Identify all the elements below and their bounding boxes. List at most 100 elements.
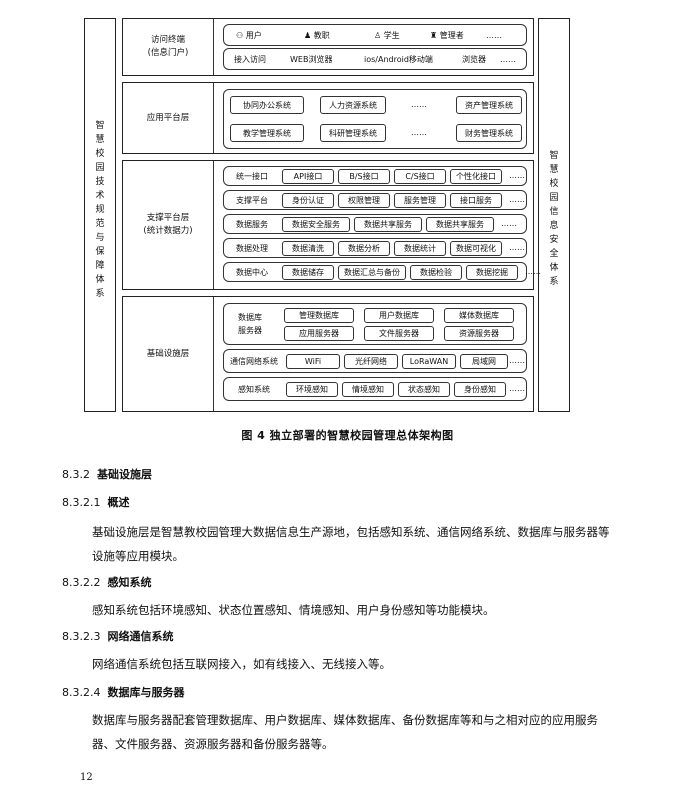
support-item: 接口服务 — [450, 193, 502, 208]
app-module: 人力资源系统 — [320, 96, 386, 114]
db-head-line2: 服务器 — [238, 326, 262, 335]
support-item: 数据汇总与备份 — [338, 265, 406, 280]
left-vertical-label: 智慧校园技术规范与保障体系 — [95, 121, 105, 299]
application-layer-label: 应用平台层 — [123, 83, 214, 153]
db-server-row: 数据库 服务器 管理数据库 用户数据库 媒体数据库 应用服务器 文件服务器 资源… — [223, 303, 527, 345]
section-title: 感知系统 — [107, 576, 152, 589]
access-label-line2: (信息门户) — [147, 48, 189, 58]
access-label-line1: 访问终端 — [150, 35, 185, 45]
app-module: 财务管理系统 — [456, 124, 522, 142]
architecture-diagram: 智慧校园技术规范与保障体系 智慧校园信息安全体系 访问终端 (信息门户) ⚇ 用… — [84, 18, 570, 412]
support-item-more: …… — [509, 171, 525, 180]
support-item: B/S接口 — [338, 169, 390, 184]
support-row-head: 统一接口 — [236, 171, 268, 181]
support-row-head: 数据服务 — [236, 219, 268, 229]
app-module: 协同办公系统 — [230, 96, 304, 114]
database-item: 媒体数据库 — [444, 308, 514, 323]
support-item: 数据统计 — [394, 241, 446, 256]
users-row: ⚇ 用户 ♟ 教职 ♙ 学生 ♜ 管理者 …… — [223, 24, 527, 46]
support-item: 数据储存 — [282, 265, 334, 280]
database-item: 用户数据库 — [364, 308, 434, 323]
support-item: API接口 — [282, 169, 334, 184]
support-item: 数据共享服务 — [426, 217, 494, 232]
access-modes-row: 接入访问 WEB浏览器 ios/Android移动端 浏览器 …… — [223, 48, 527, 70]
database-item: 管理数据库 — [284, 308, 354, 323]
support-layer-label: 支撑平台层 (统计数据力) — [123, 161, 214, 289]
support-row: 数据服务数据安全服务数据共享服务数据共享服务…… — [223, 214, 527, 234]
support-item: 数据检验 — [410, 265, 462, 280]
support-row-head: 数据中心 — [236, 267, 268, 277]
support-item-more: …… — [501, 219, 517, 228]
support-item: 数据分析 — [338, 241, 390, 256]
network-more: …… — [509, 356, 525, 365]
support-item: 数据安全服务 — [282, 217, 350, 232]
sensing-row: 感知系统 环境感知 情境感知 状态感知 身份感知 …… — [223, 377, 527, 401]
support-item: C/S接口 — [394, 169, 446, 184]
section-number: 8.3.2.3 — [62, 630, 101, 643]
section-heading-8-3-2: 8.3.2 基础设施层 — [62, 466, 152, 482]
section-number: 8.3.2.2 — [62, 576, 101, 589]
support-row-head: 支撑平台 — [236, 195, 268, 205]
support-item: 身份认证 — [282, 193, 334, 208]
section-heading-8-3-2-3: 8.3.2.3 网络通信系统 — [62, 628, 173, 644]
section-body: 感知系统包括环境感知、状态位置感知、情境感知、用户身份感知等功能模块。 — [92, 603, 495, 617]
users-item: 教职 — [313, 30, 330, 40]
server-item: 资源服务器 — [444, 326, 514, 341]
network-item: WiFi — [286, 354, 340, 369]
app-module: 教学管理系统 — [230, 124, 304, 142]
section-title: 数据库与服务器 — [107, 686, 185, 699]
support-label-line1: 支撑平台层 — [146, 213, 190, 223]
support-row-head: 数据处理 — [236, 243, 268, 253]
network-item: 局域网 — [460, 354, 508, 369]
application-layer: 应用平台层 协同办公系统 人力资源系统 …… 资产管理系统 教学管理系统 科研管… — [122, 82, 534, 154]
support-item-more: …… — [525, 267, 541, 276]
network-item: LoRaWAN — [402, 354, 456, 369]
manager-cell: ♜ 管理者 — [430, 30, 464, 40]
infrastructure-layer-label: 基础设施层 — [123, 297, 214, 411]
sensing-item: 身份感知 — [454, 382, 506, 397]
network-row: 通信网络系统 WiFi 光纤网络 LoRaWAN 局域网 …… — [223, 349, 527, 373]
sensing-more: …… — [509, 384, 525, 393]
section-title: 基础设施层 — [97, 468, 152, 481]
section-number: 8.3.2.4 — [62, 686, 101, 699]
section-title: 概述 — [107, 496, 130, 509]
access-mode-item: 浏览器 — [462, 54, 486, 64]
network-head: 通信网络系统 — [230, 356, 278, 366]
teacher-cell: ♟ 教职 — [304, 30, 330, 40]
support-label-line2: (统计数据力) — [143, 226, 193, 236]
server-item: 文件服务器 — [364, 326, 434, 341]
section-body: 基础设施层是智慧教校园管理大数据信息生产源地，包括感知系统、通信网络系统、数据库… — [92, 525, 610, 563]
support-item: 权限管理 — [338, 193, 390, 208]
app-module-more: …… — [411, 99, 427, 109]
sensing-item: 状态感知 — [398, 382, 450, 397]
db-server-head: 数据库 服务器 — [228, 308, 272, 340]
tech-standard-guarantee-system: 智慧校园技术规范与保障体系 — [84, 18, 116, 412]
support-item: 数据清洗 — [282, 241, 334, 256]
figure-caption: 图 4 独立部署的智慧校园管理总体架构图 — [241, 429, 454, 442]
support-item: 数据可视化 — [450, 241, 502, 256]
users-item: 学生 — [383, 30, 400, 40]
info-security-system: 智慧校园信息安全体系 — [538, 18, 570, 412]
section-heading-8-3-2-4: 8.3.2.4 数据库与服务器 — [62, 684, 184, 700]
support-item-more: …… — [509, 243, 525, 252]
access-layer-label: 访问终端 (信息门户) — [123, 19, 214, 75]
access-layer: 访问终端 (信息门户) ⚇ 用户 ♟ 教职 ♙ 学生 ♜ 管理者 …… 接入访问… — [122, 18, 534, 76]
users-item: 用户 — [245, 30, 262, 40]
sensing-head: 感知系统 — [238, 384, 270, 394]
app-module-more: …… — [411, 127, 427, 137]
section-number: 8.3.2.1 — [62, 496, 101, 509]
section-title: 网络通信系统 — [107, 630, 174, 643]
support-item: 数据挖掘 — [466, 265, 518, 280]
server-item: 应用服务器 — [284, 326, 354, 341]
support-row: 数据中心 数据储存数据汇总与备份数据检验数据挖掘 …… — [223, 262, 541, 282]
support-row: 数据处理 数据清洗数据分析数据统计数据可视化 …… — [223, 238, 527, 258]
app-row: 协同办公系统 人力资源系统 …… 资产管理系统 教学管理系统 科研管理系统 ……… — [223, 89, 527, 149]
access-mode-item: ios/Android移动端 — [364, 54, 433, 64]
access-mode-item: WEB浏览器 — [290, 54, 333, 64]
page-number: 12 — [80, 772, 93, 783]
access-mode-item: 接入访问 — [234, 54, 266, 64]
sensing-item: 情境感知 — [342, 382, 394, 397]
user-icon-cell: ⚇ 用户 — [236, 30, 262, 40]
support-item: 个性化接口 — [450, 169, 502, 184]
network-item: 光纤网络 — [344, 354, 398, 369]
